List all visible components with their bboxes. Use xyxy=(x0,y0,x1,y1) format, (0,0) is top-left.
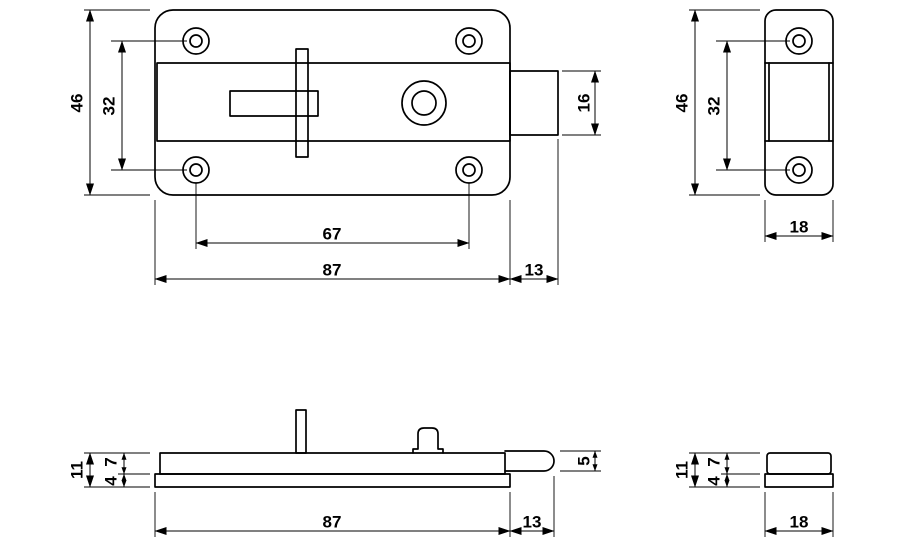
housing-profile xyxy=(766,452,832,475)
dim-hole-span-vertical: 32 xyxy=(100,97,119,116)
front-view-dimensions: 46 32 16 67 87 13 xyxy=(68,9,601,285)
dim-hole-span-vertical: 32 xyxy=(705,97,724,116)
side-profile-view xyxy=(764,452,834,488)
knob-profile xyxy=(412,427,444,454)
dim-total-height: 11 xyxy=(68,461,87,479)
handle-tab-profile xyxy=(295,409,307,454)
screw-hole-inner xyxy=(189,34,203,48)
dim-plate-height: 46 xyxy=(68,94,87,113)
bottom-profile-view xyxy=(154,409,555,488)
dim-base-height: 4 xyxy=(102,476,121,486)
dim-plate-width: 18 xyxy=(790,513,809,532)
dim-plate-width: 87 xyxy=(323,513,342,532)
slide-handle xyxy=(295,48,309,158)
bolt-tip-profile xyxy=(504,450,555,472)
base-plate-profile xyxy=(764,473,834,488)
dim-plate-width: 18 xyxy=(790,218,809,237)
knob-inner xyxy=(411,90,437,116)
dim-body-height: 7 xyxy=(102,457,121,466)
dim-plate-height: 46 xyxy=(673,94,692,113)
front-view xyxy=(154,9,559,196)
dim-bolt-extension: 13 xyxy=(523,513,542,532)
knob-outer xyxy=(401,80,447,126)
screw-hole-inner xyxy=(462,163,476,177)
screw-hole-inner xyxy=(792,34,806,48)
screw-hole-inner xyxy=(189,163,203,177)
screw-hole xyxy=(455,27,483,55)
slide-channel xyxy=(156,62,511,142)
screw-hole-inner xyxy=(792,163,806,177)
bolt xyxy=(509,70,559,136)
dim-body-height: 7 xyxy=(705,457,724,466)
bottom-profile-dimensions: 11 7 4 5 87 13 xyxy=(68,450,601,537)
dim-total-height: 11 xyxy=(673,461,692,479)
side-profile-dimensions: 11 7 4 18 xyxy=(673,452,834,537)
slide-slot xyxy=(229,90,319,117)
plate-outline xyxy=(764,9,834,196)
dim-hole-span-horizontal: 67 xyxy=(323,225,342,244)
screw-hole xyxy=(455,156,483,184)
side-view-dimensions: 46 32 18 xyxy=(673,9,834,242)
dim-bolt-extension: 13 xyxy=(525,261,544,280)
screw-hole-inner xyxy=(462,34,476,48)
dim-bolt-width: 16 xyxy=(575,94,594,113)
dim-bolt-thickness: 5 xyxy=(575,456,594,465)
dim-plate-width: 87 xyxy=(323,261,342,280)
housing-profile xyxy=(159,452,506,475)
base-plate-profile xyxy=(154,473,511,488)
dim-base-height: 4 xyxy=(705,476,724,486)
side-view xyxy=(764,9,834,196)
